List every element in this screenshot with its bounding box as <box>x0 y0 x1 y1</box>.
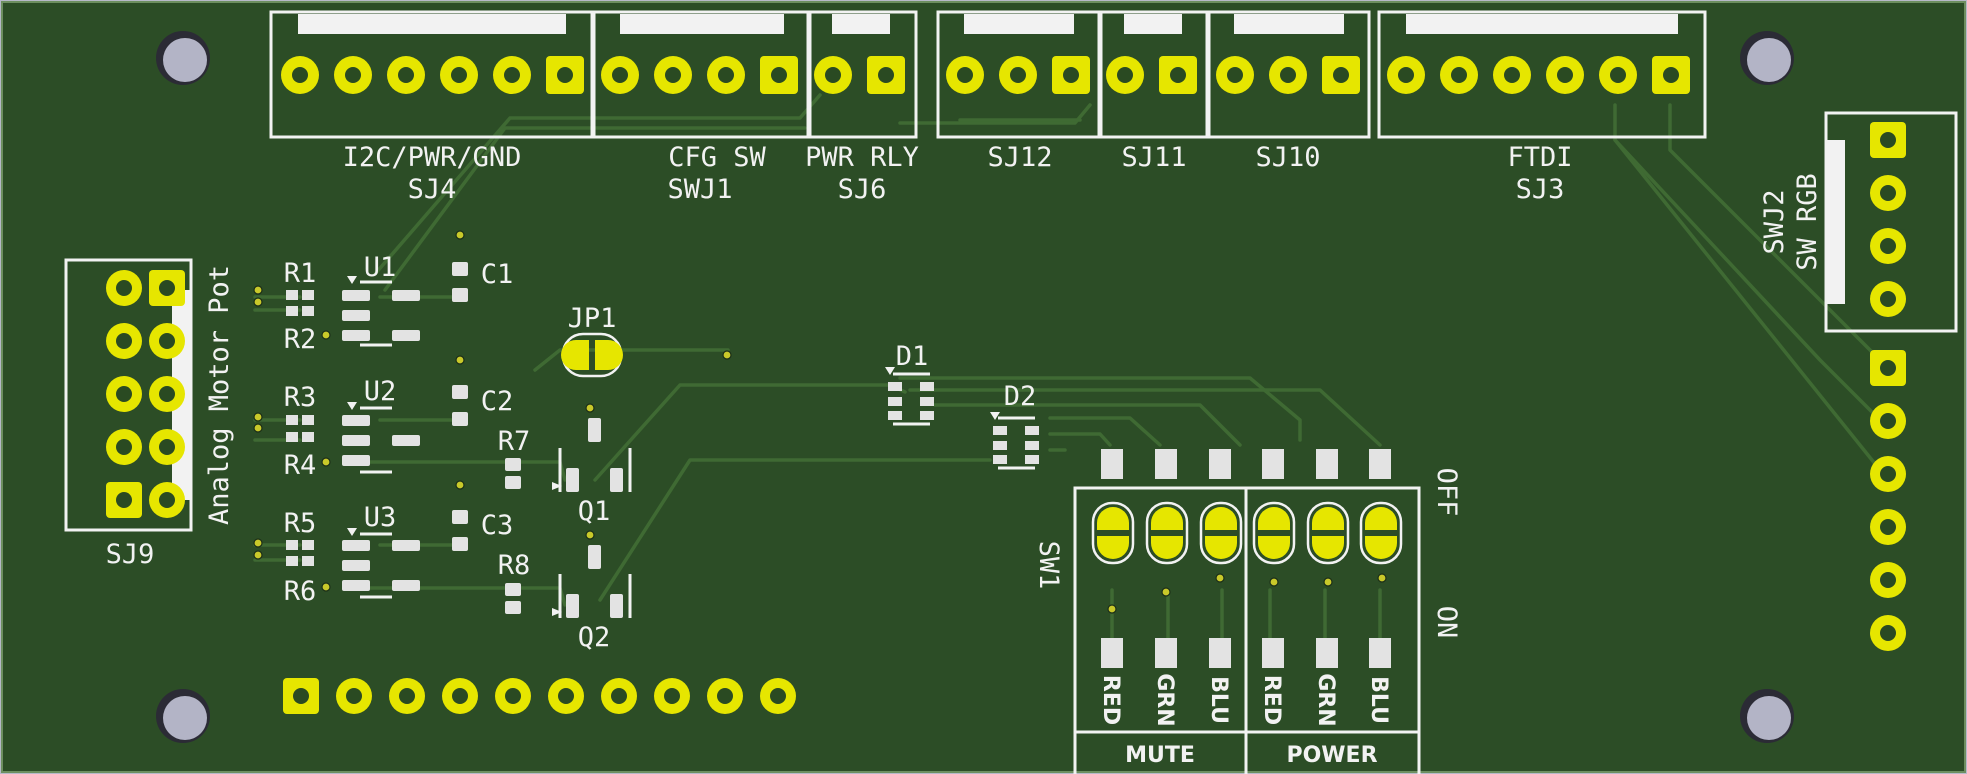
u2-ref: U2 <box>364 376 397 407</box>
c2-ref: C2 <box>481 386 514 417</box>
sj3-ref: SJ3 <box>1516 174 1565 205</box>
mute-label: MUTE <box>1125 743 1195 768</box>
connector-swj1 <box>592 10 810 139</box>
swj1-ref: SWJ1 <box>667 174 732 205</box>
jumper-jp1 <box>561 332 623 378</box>
sj10-ref: SJ10 <box>1255 142 1320 173</box>
r4-ref: R4 <box>284 450 317 481</box>
r6-ref: R6 <box>284 576 317 607</box>
sw-label-grn-mute: GRN <box>1152 673 1177 726</box>
mounting-holes <box>156 31 1794 743</box>
sj4-title: I2C/PWR/GND <box>343 142 522 173</box>
dip-switch-sw1 <box>1073 449 1421 774</box>
on-label: ON <box>1431 606 1462 639</box>
r8-ref: R8 <box>498 550 531 581</box>
sj4-ref: SJ4 <box>408 174 457 205</box>
sj6-ref: SJ6 <box>838 174 887 205</box>
sj12-ref: SJ12 <box>987 142 1052 173</box>
u3-ref: U3 <box>364 502 397 533</box>
swj1-title: CFG SW <box>668 142 766 173</box>
sj4-pins <box>281 56 584 94</box>
r5-ref: R5 <box>284 508 317 539</box>
q1-ref: Q1 <box>578 496 611 527</box>
connector-sj9 <box>64 258 193 532</box>
sw-label-blu-mute: BLU <box>1206 676 1231 724</box>
sw-label-blu-power: BLU <box>1366 676 1391 724</box>
dip-switch-toggles <box>1091 501 1403 565</box>
sw1-ref: SW1 <box>1033 541 1064 590</box>
connector-sj10 <box>1207 10 1371 139</box>
r3-ref: R3 <box>284 382 317 413</box>
connector-sj4 <box>269 10 594 139</box>
c3-ref: C3 <box>481 510 514 541</box>
sj11-ref: SJ11 <box>1121 142 1186 173</box>
power-label: POWER <box>1286 743 1377 768</box>
sw-label-red-power: RED <box>1259 675 1284 725</box>
sw-label-red-mute: RED <box>1098 675 1123 725</box>
swj2-title: SW RGB <box>1792 173 1823 271</box>
diode-array-d1 <box>885 367 934 426</box>
connector-sj12 <box>936 10 1101 139</box>
connector-sj3 <box>1377 10 1707 139</box>
r2-ref: R2 <box>284 324 317 355</box>
r1-ref: R1 <box>284 258 317 289</box>
u1-ref: U1 <box>364 252 397 283</box>
connector-sj11 <box>1099 10 1209 139</box>
r7-ref: R7 <box>498 426 531 457</box>
sj6-title: PWR RLY <box>805 142 919 173</box>
swj2-ref: SWJ2 <box>1759 189 1790 254</box>
bottom-header-pins <box>283 678 796 714</box>
connector-sj6 <box>808 10 918 139</box>
sj9-ref: SJ9 <box>106 539 155 570</box>
sj3-title: FTDI <box>1507 142 1572 173</box>
d1-ref: D1 <box>896 341 929 372</box>
sj9-title: Analog Motor Pot <box>204 265 235 525</box>
sw-label-grn-power: GRN <box>1313 673 1338 726</box>
off-label: OFF <box>1431 468 1462 517</box>
connector-swj2 <box>1824 111 1958 333</box>
signal-conditioning-group <box>253 230 732 618</box>
c1-ref: C1 <box>481 259 514 290</box>
right-header-pins <box>1870 350 1906 651</box>
jp1-ref: JP1 <box>568 303 617 334</box>
diode-array-d2 <box>990 412 1039 470</box>
copper-traces <box>253 93 1882 642</box>
d2-ref: D2 <box>1004 381 1037 412</box>
q2-ref: Q2 <box>578 622 611 653</box>
